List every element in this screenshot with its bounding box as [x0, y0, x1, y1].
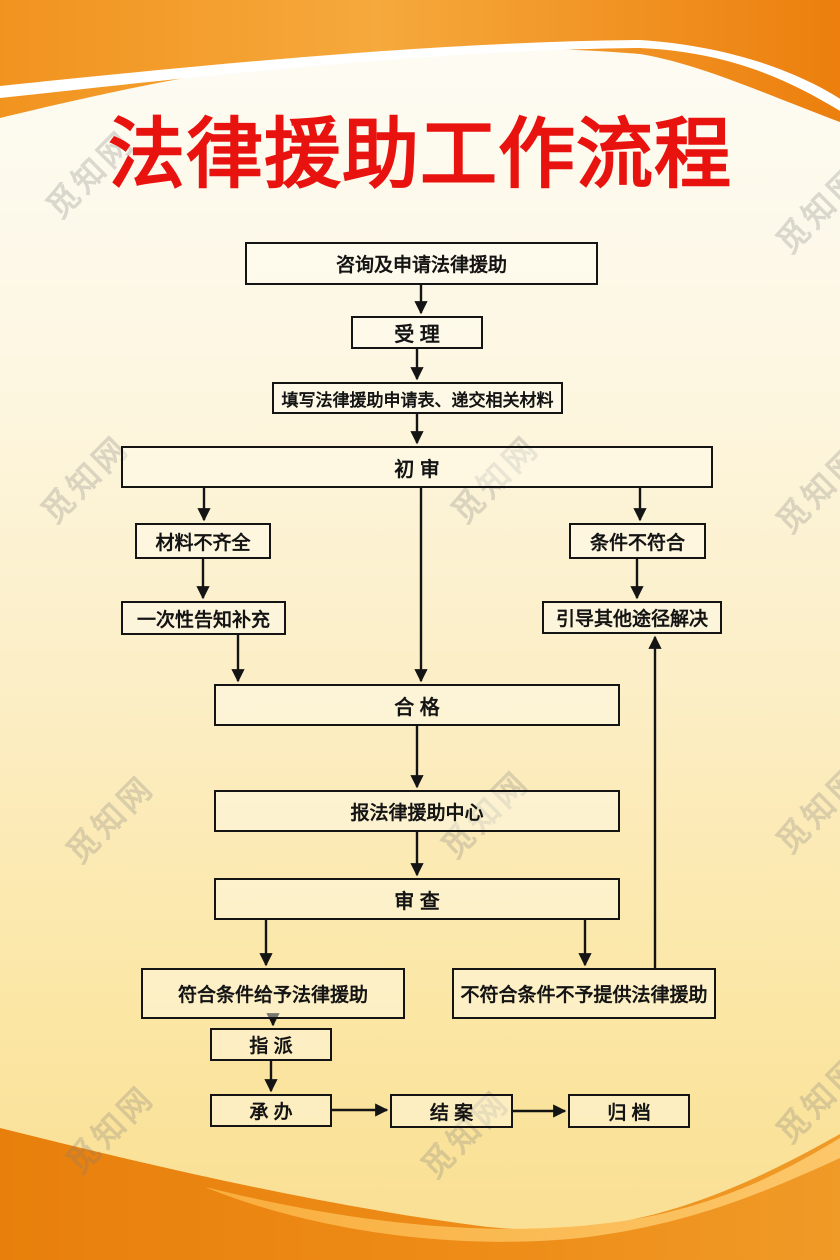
page-title: 法律援助工作流程	[108, 111, 732, 198]
flow-node-guide-other-channels: 引导其他途径解决	[542, 601, 722, 634]
top-white-stripe	[0, 40, 840, 111]
flow-node-undertake: 承 办	[210, 1094, 332, 1127]
flow-node-review: 审 查	[214, 878, 620, 920]
flow-node-initial-review: 初 审	[121, 446, 713, 488]
flow-node-conditions-not-met: 条件不符合	[569, 523, 706, 559]
flow-node-accept: 受 理	[351, 316, 483, 349]
flow-node-qualified: 合 格	[214, 684, 620, 726]
flow-node-consult: 咨询及申请法律援助	[245, 242, 598, 285]
bottom-light-stripe	[205, 1138, 840, 1242]
flow-node-close-case: 结 案	[390, 1094, 513, 1128]
top-swoosh-shape	[0, 0, 840, 122]
flow-node-report-center: 报法律援助中心	[214, 790, 620, 832]
flow-node-assign: 指 派	[210, 1028, 332, 1061]
flow-node-archive: 归 档	[568, 1094, 690, 1128]
flow-node-onetime-notice: 一次性告知补充	[121, 601, 286, 635]
flow-node-fill-form: 填写法律援助申请表、递交相关材料	[272, 382, 563, 414]
flow-node-grant-aid: 符合条件给予法律援助	[141, 968, 405, 1019]
flow-node-incomplete-materials: 材料不齐全	[135, 523, 271, 559]
flow-node-deny-aid: 不符合条件不予提供法律援助	[452, 968, 716, 1019]
